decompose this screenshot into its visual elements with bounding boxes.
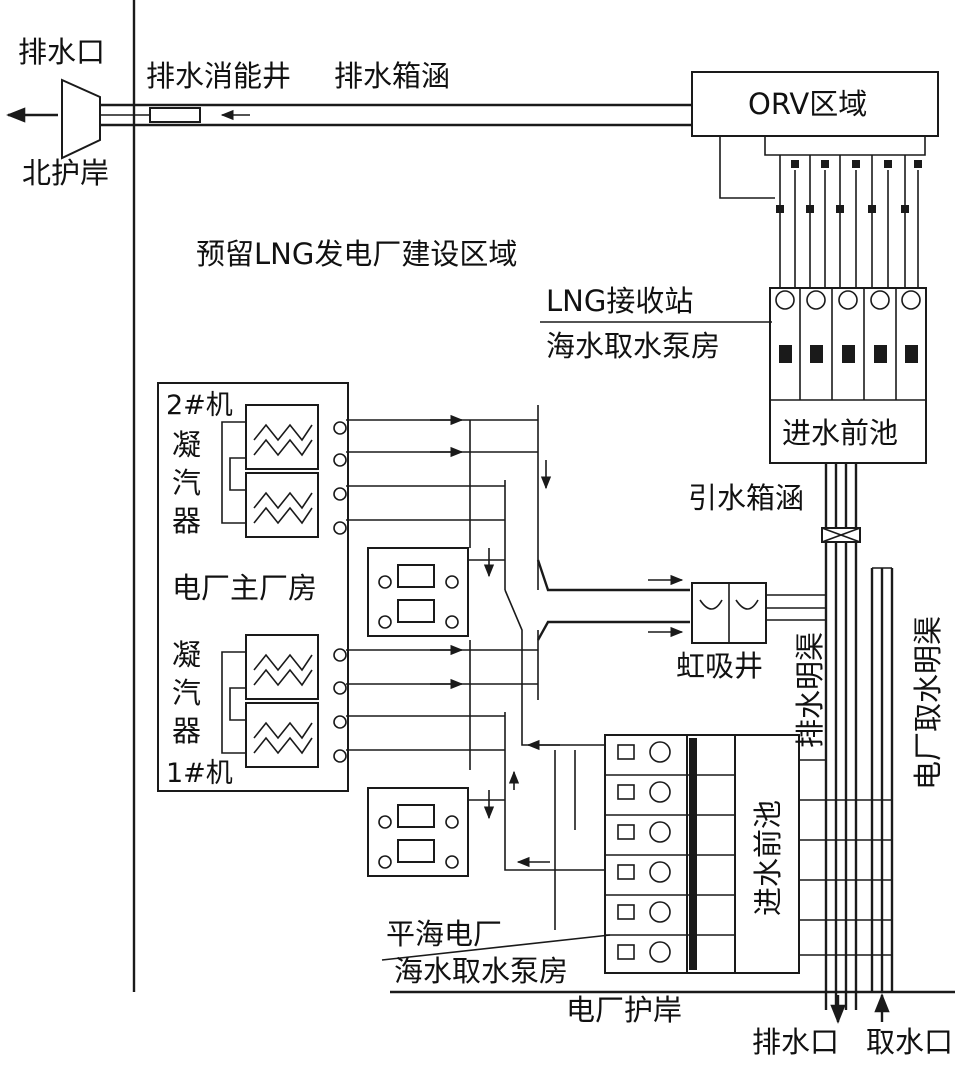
unit2-condenser-char-1: 凝 bbox=[172, 428, 201, 462]
reserved-area-label: 预留LNG发电厂建设区域 bbox=[196, 237, 517, 271]
siphon-well bbox=[691, 582, 826, 644]
unit1-condenser bbox=[221, 634, 319, 768]
orv-piping bbox=[719, 136, 926, 290]
plant-pump-house-label: 海水取水泵房 bbox=[394, 954, 568, 988]
unit1-pipes bbox=[346, 620, 690, 815]
siphon-well-label: 虹吸井 bbox=[676, 649, 763, 683]
orv-area-box bbox=[691, 71, 939, 137]
drain-channel-label: 排水明渠 bbox=[793, 632, 827, 748]
lng-forebay-label: 进水前池 bbox=[782, 416, 898, 450]
lng-pump-house-label: 海水取水泵房 bbox=[546, 329, 720, 363]
pinghai-plant-label: 平海电厂 bbox=[386, 917, 502, 951]
aux-cooler-upper bbox=[367, 547, 505, 637]
unit2-condenser-char-2: 汽 bbox=[172, 466, 201, 500]
aux-cooler-lower bbox=[367, 787, 505, 877]
outlet-bottom-label: 排水口 bbox=[752, 1025, 839, 1059]
unit1-condenser-char-2: 汽 bbox=[172, 676, 201, 710]
drain-culvert-top bbox=[100, 103, 692, 127]
plant-shore-label: 电厂护岸 bbox=[566, 993, 682, 1027]
unit2-label: 2#机 bbox=[166, 390, 233, 421]
condenser-valves bbox=[333, 421, 347, 763]
unit1-condenser-char-3: 器 bbox=[172, 714, 201, 748]
unit1-condenser-char-1: 凝 bbox=[172, 638, 201, 672]
unit1-label: 1#机 bbox=[166, 758, 233, 789]
intake-culvert-lines bbox=[821, 463, 861, 1024]
plant-forebay-label: 进水前池 bbox=[751, 800, 785, 916]
label-leaders bbox=[381, 321, 772, 961]
energy-well-label: 排水消能井 bbox=[146, 59, 291, 93]
main-building-label: 电厂主厂房 bbox=[172, 571, 317, 605]
north-shore-label: 北护岸 bbox=[22, 156, 109, 190]
plant-supply-pipes bbox=[504, 589, 605, 930]
unit2-pipes bbox=[346, 405, 690, 592]
drain-culvert-label: 排水箱涵 bbox=[334, 59, 450, 93]
north-outlet-structure bbox=[6, 78, 101, 160]
unit2-condenser bbox=[221, 404, 319, 538]
intake-channel-lines bbox=[870, 567, 894, 1022]
orv-area-label: ORV区域 bbox=[748, 87, 867, 121]
intake-bottom-label: 取水口 bbox=[866, 1025, 953, 1059]
intake-channel-label: 电厂取水明渠 bbox=[911, 616, 945, 790]
lng-pump-house bbox=[769, 287, 927, 464]
intake-culvert-label: 引水箱涵 bbox=[688, 481, 804, 515]
unit2-condenser-char-3: 器 bbox=[172, 504, 201, 538]
outlet-top-label: 排水口 bbox=[18, 35, 105, 69]
lng-station-label: LNG接收站 bbox=[546, 284, 693, 318]
plant-pump-house bbox=[604, 734, 892, 974]
